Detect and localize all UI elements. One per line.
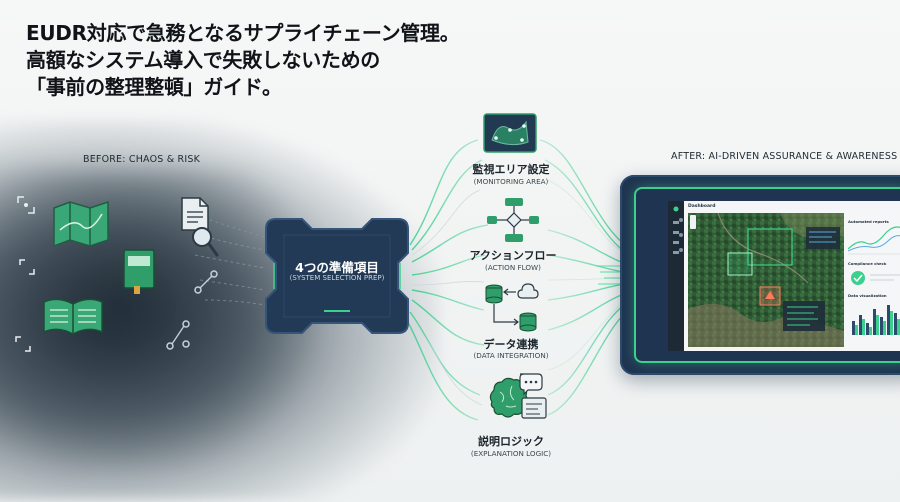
panel-compliance-check: Compliance check	[848, 261, 887, 266]
scan-corner-icon	[17, 196, 35, 214]
panel-data-visualization: Data visualization	[848, 293, 887, 298]
hub-shape	[265, 218, 409, 334]
headline-line-1: EUDR対応で急務となるサプライチェーン管理。	[26, 21, 460, 45]
magnifier-icon	[192, 227, 219, 257]
dashboard-screen: Dashboard	[668, 201, 900, 351]
bar-chart-visualization	[852, 305, 900, 335]
step-4-title: 説明ロジック	[478, 435, 544, 448]
step-2-subtitle: (ACTION FLOW)	[485, 263, 541, 272]
folded-map-icon	[53, 200, 109, 246]
step-2-title: アクションフロー	[469, 249, 557, 262]
map-area-icon	[483, 113, 537, 153]
step-monitoring-area	[482, 112, 538, 158]
database-sync-icon	[485, 283, 539, 332]
hub-subtitle: (SYSTEM SELECTION PREP)	[289, 274, 385, 282]
scan-corner-icon	[15, 336, 31, 352]
central-hub: 4つの準備項目 (SYSTEM SELECTION PREP)	[262, 213, 412, 338]
headline-line-2: 高額なシステム導入で失敗しないための	[26, 48, 380, 72]
headline-line-3: 「事前の整理整頓」ガイド。	[26, 75, 282, 99]
scan-corner-icon	[19, 259, 35, 275]
trend-line-chart	[848, 226, 900, 255]
hub-to-steps-faint	[409, 189, 485, 406]
compliance-check-icon	[851, 271, 900, 285]
network-node-icon	[166, 320, 190, 350]
step-data-integration	[484, 282, 540, 338]
sidebar-icons	[673, 206, 679, 254]
before-label: BEFORE: CHAOS & RISK	[83, 154, 201, 165]
flowchart-icon	[487, 198, 539, 242]
satellite-map	[688, 213, 844, 347]
step-action-flow	[485, 196, 541, 250]
after-label: AFTER: AI-DRIVEN ASSURANCE & AWARENESS	[671, 151, 898, 162]
panel-automated-reports: Automated reports	[848, 219, 889, 224]
document-icon	[181, 197, 209, 231]
link-node-icon	[194, 270, 218, 294]
open-book-icon	[43, 298, 103, 335]
step-explanation-logic	[486, 372, 548, 430]
hub-title: 4つの準備項目	[295, 260, 379, 275]
tablet-device: Dashboard	[620, 175, 900, 375]
step-3-title: データ連携	[483, 338, 539, 351]
book-icon	[123, 249, 155, 294]
tablet-side-controls	[679, 218, 683, 252]
brain-logic-icon	[489, 373, 547, 419]
dashboard-sidebar	[668, 201, 684, 351]
headline: EUDR対応で急務となるサプライチェーン管理。 高額なシステム導入で失敗しないた…	[26, 20, 460, 101]
step-1-subtitle: (MONITORING AREA)	[473, 177, 549, 186]
step-3-subtitle: (DATA INTEGRATION)	[473, 351, 549, 360]
step-4-subtitle: (EXPLANATION LOGIC)	[470, 449, 552, 458]
step-1-title: 監視エリア設定	[472, 163, 550, 176]
dashboard-title: Dashboard	[688, 204, 716, 209]
